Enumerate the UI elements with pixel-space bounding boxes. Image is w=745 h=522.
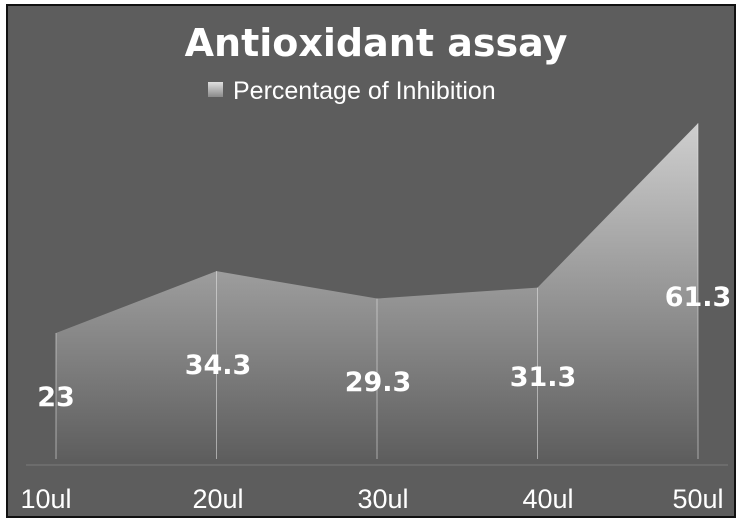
plot-area — [55, 123, 699, 460]
x-tick-label: 40ul — [522, 484, 573, 514]
chart-title: Antioxidant assay — [185, 21, 568, 65]
legend-swatch — [208, 82, 223, 97]
data-labels: 23 34.3 29.3 31.3 61.3 — [37, 282, 731, 413]
data-label: 31.3 — [510, 362, 577, 393]
legend-label: Percentage of Inhibition — [233, 77, 496, 105]
x-tick-label: 50ul — [672, 484, 723, 514]
x-tick-label: 10ul — [20, 484, 71, 514]
data-label: 29.3 — [345, 367, 412, 398]
chart-frame: Antioxidant assay Percentage of Inhibiti… — [6, 4, 736, 518]
x-tick-label: 30ul — [357, 484, 408, 514]
x-axis: 10ul 20ul 30ul 40ul 50ul — [20, 464, 728, 514]
data-label: 23 — [37, 382, 75, 413]
data-label: 34.3 — [185, 350, 252, 381]
data-label: 61.3 — [665, 282, 732, 313]
chart-svg: Antioxidant assay Percentage of Inhibiti… — [20, 21, 731, 514]
legend: Percentage of Inhibition — [208, 77, 496, 105]
x-tick-label: 20ul — [192, 484, 243, 514]
